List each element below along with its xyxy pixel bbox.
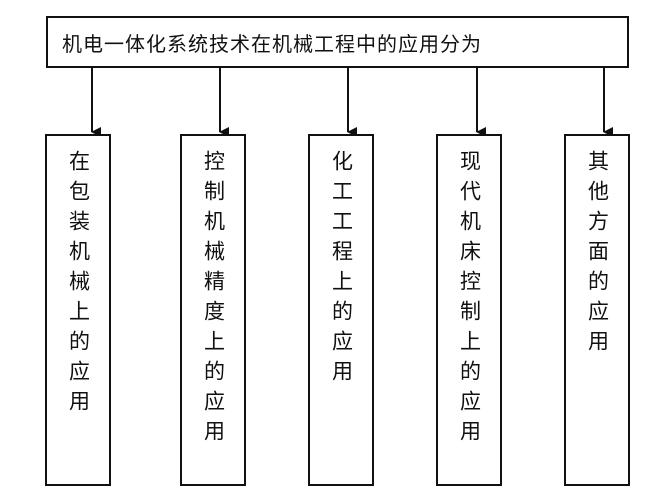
root-node: 机电一体化系统技术在机械工程中的应用分为 bbox=[46, 16, 629, 68]
child-node-label: 控制机械精度上的应用 bbox=[201, 150, 226, 450]
child-node-label: 现代机床控制上的应用 bbox=[457, 150, 482, 450]
child-node-label: 化工工程上的应用 bbox=[329, 150, 354, 390]
child-node-other-aspects: 其他方面的应用 bbox=[564, 134, 630, 486]
root-node-label: 机电一体化系统技术在机械工程中的应用分为 bbox=[62, 31, 482, 56]
child-node-label: 在包装机械上的应用 bbox=[66, 150, 91, 420]
child-node-machine-tool-control: 现代机床控制上的应用 bbox=[436, 134, 502, 486]
child-node-packaging: 在包装机械上的应用 bbox=[45, 134, 111, 486]
child-node-label: 其他方面的应用 bbox=[585, 150, 610, 360]
child-node-chemical-engineering: 化工工程上的应用 bbox=[308, 134, 374, 486]
child-node-precision-control: 控制机械精度上的应用 bbox=[180, 134, 246, 486]
